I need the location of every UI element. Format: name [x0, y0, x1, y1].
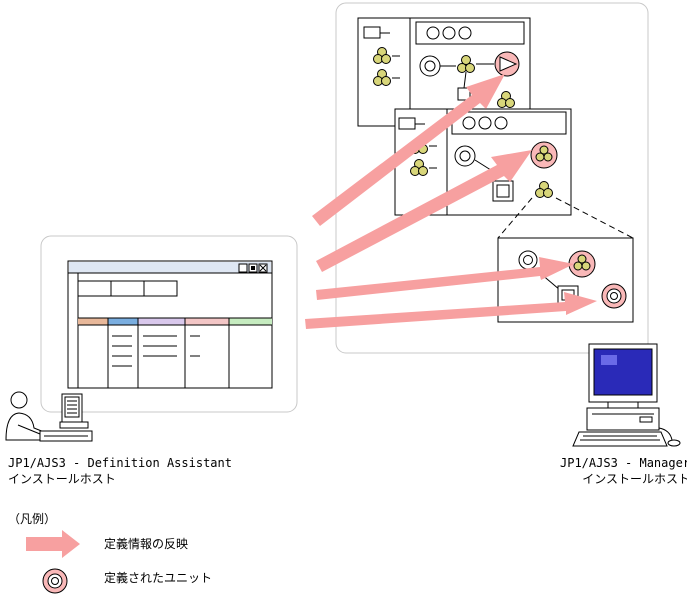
legend-title: （凡例） [8, 512, 57, 526]
jobnet-icon [457, 55, 475, 73]
manager-host-label: JP1/AJS3 - Manager インストールホスト [560, 455, 687, 487]
user-at-pc-icon [5, 391, 93, 442]
jobnet-icon [373, 47, 391, 64]
window-minimize-icon [238, 263, 248, 273]
jobnet-editor-window-1 [357, 17, 531, 127]
manager-host-caption: インストールホスト [582, 472, 687, 486]
jobnet-icon [535, 181, 553, 198]
definition-reflect-arrow [316, 257, 574, 300]
legend-defined-unit-icon [42, 568, 68, 594]
jobnet-icon [373, 69, 391, 86]
folder-icon [363, 26, 381, 39]
source-host-product: JP1/AJS3 - Definition Assistant [8, 456, 232, 470]
legend-unit-text: 定義されたユニット [104, 571, 213, 585]
definition-reflect-arrow [312, 74, 505, 226]
manager-pc-icon [572, 343, 681, 447]
definition-assistant-window [67, 260, 273, 389]
legend-arrow-text: 定義情報の反映 [104, 537, 189, 551]
manager-host-product: JP1/AJS3 - Manager [560, 456, 687, 470]
definition-reflect-arrow [305, 292, 597, 329]
jobnet-icon [497, 91, 515, 108]
source-host-caption: インストールホスト [8, 472, 116, 486]
definition-reflect-arrow [316, 150, 532, 272]
jobnet-editor-window-2 [394, 108, 572, 216]
legend-arrow-icon [26, 530, 80, 558]
source-host-label: JP1/AJS3 - Definition Assistant インストールホス… [8, 455, 232, 487]
jobnet-icon [410, 159, 428, 176]
folder-icon [398, 117, 416, 130]
